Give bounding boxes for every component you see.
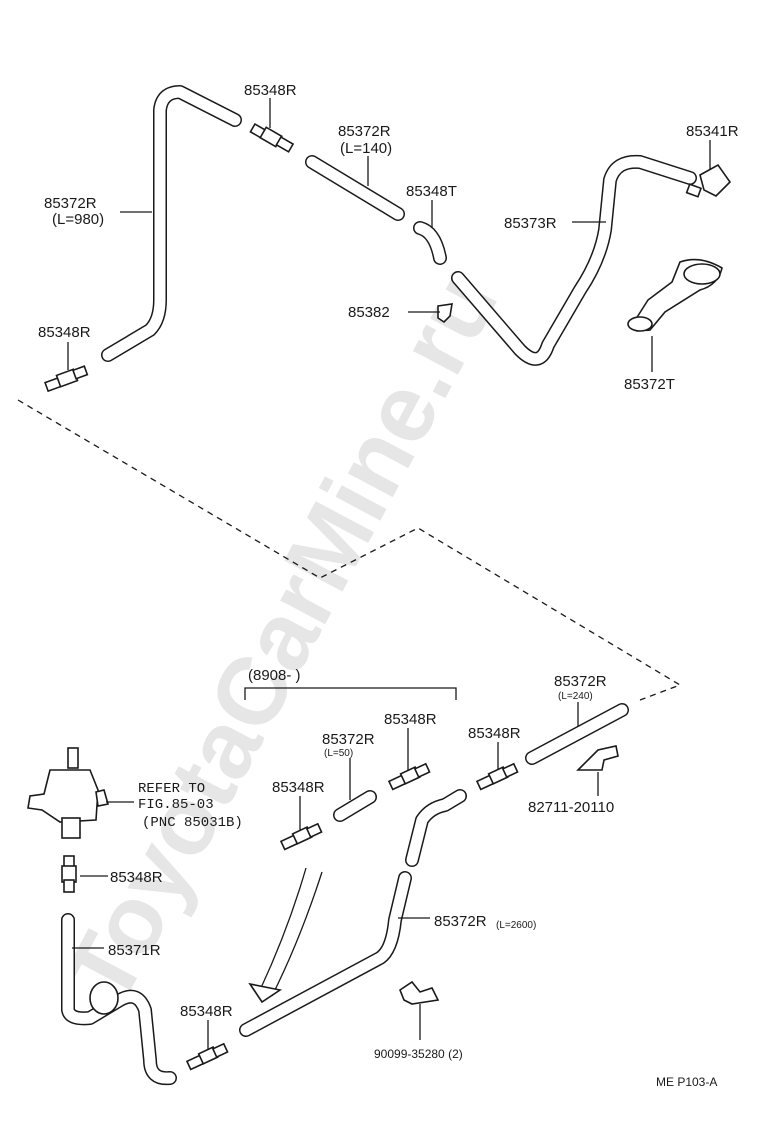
label-90099-35280: 90099-35280 (2)	[374, 1047, 463, 1061]
label-85371r: 85371R	[108, 942, 161, 959]
label-85372r-long: 85372R	[434, 913, 487, 930]
label-refer-fig: FIG.85-03	[138, 797, 214, 813]
connector-85348r-mid-upper	[387, 762, 431, 791]
label-85372r-left: 85372R	[44, 195, 97, 212]
connector-85348r-bottom	[185, 1042, 229, 1071]
hose-85371r	[61, 913, 177, 1086]
hose-85372r-l2600	[239, 871, 412, 1037]
dashed-connection	[17, 399, 682, 701]
leaders-bottom	[72, 702, 599, 1050]
hose-85372r-l140	[305, 155, 405, 221]
diagram-code: ME P103-A	[656, 1075, 717, 1089]
label-85373r: 85373R	[504, 215, 557, 232]
hose-85373r	[451, 154, 697, 366]
label-85348r-top: 85348R	[244, 82, 297, 99]
clip-85382	[437, 303, 453, 324]
label-85372r-mid: 85372R	[322, 731, 375, 748]
valve-85341r	[685, 163, 732, 198]
leaders-top	[67, 98, 711, 372]
bracket-8908	[244, 687, 457, 700]
clip-90099-35280	[399, 980, 440, 1005]
hose-85372r-l240	[525, 703, 629, 765]
hose-85372r-l980	[101, 85, 242, 362]
label-85348r-bottom: 85348R	[180, 1003, 233, 1020]
filler-neck-85372t	[627, 258, 723, 332]
label-85348r-mid-right: 85348R	[384, 711, 437, 728]
label-85372r-right: 85372R	[554, 673, 607, 690]
label-refer-to: REFER TO	[138, 781, 205, 797]
label-85348r-mid-r: 85348R	[468, 725, 521, 742]
label-85372r-top-len: (L=140)	[340, 140, 392, 157]
hose-85372r-l50	[333, 790, 377, 822]
label-85348t: 85348T	[406, 183, 457, 200]
label-85382: 85382	[348, 304, 390, 321]
label-85372r-mid-len: (L=50)	[324, 748, 353, 759]
connector-85348r-left	[44, 365, 89, 393]
label-85348r-left: 85348R	[38, 324, 91, 341]
label-85348r-low: 85348R	[110, 869, 163, 886]
label-85372r-left-len: (L=980)	[52, 211, 104, 228]
watermark: ToyotaCarMine.ru	[44, 255, 518, 1020]
label-85372r-right-len: (L=240)	[558, 691, 593, 702]
elbow-85348t	[413, 221, 447, 265]
label-85372r-top: 85372R	[338, 123, 391, 140]
label-bracket-8908: (8908- )	[248, 667, 301, 684]
label-85348r-mid-left: 85348R	[272, 779, 325, 796]
hose-bent-center	[405, 789, 467, 867]
clip-82711-20110	[576, 745, 619, 771]
vsv-85031b	[27, 747, 110, 839]
label-refer-pnc: (PNC 85031B)	[142, 815, 243, 831]
connector-85348r-mid-right	[475, 762, 519, 791]
label-85372t: 85372T	[624, 376, 675, 393]
label-85372r-long-len: (L=2600)	[496, 920, 536, 931]
connector-85348r-top	[249, 122, 295, 153]
connector-85348r-low	[61, 855, 77, 893]
connector-85348r-mid-left	[279, 822, 323, 851]
label-82711-20110: 82711-20110	[528, 799, 614, 816]
flow-arrow	[248, 867, 323, 1004]
label-85341r: 85341R	[686, 123, 739, 140]
